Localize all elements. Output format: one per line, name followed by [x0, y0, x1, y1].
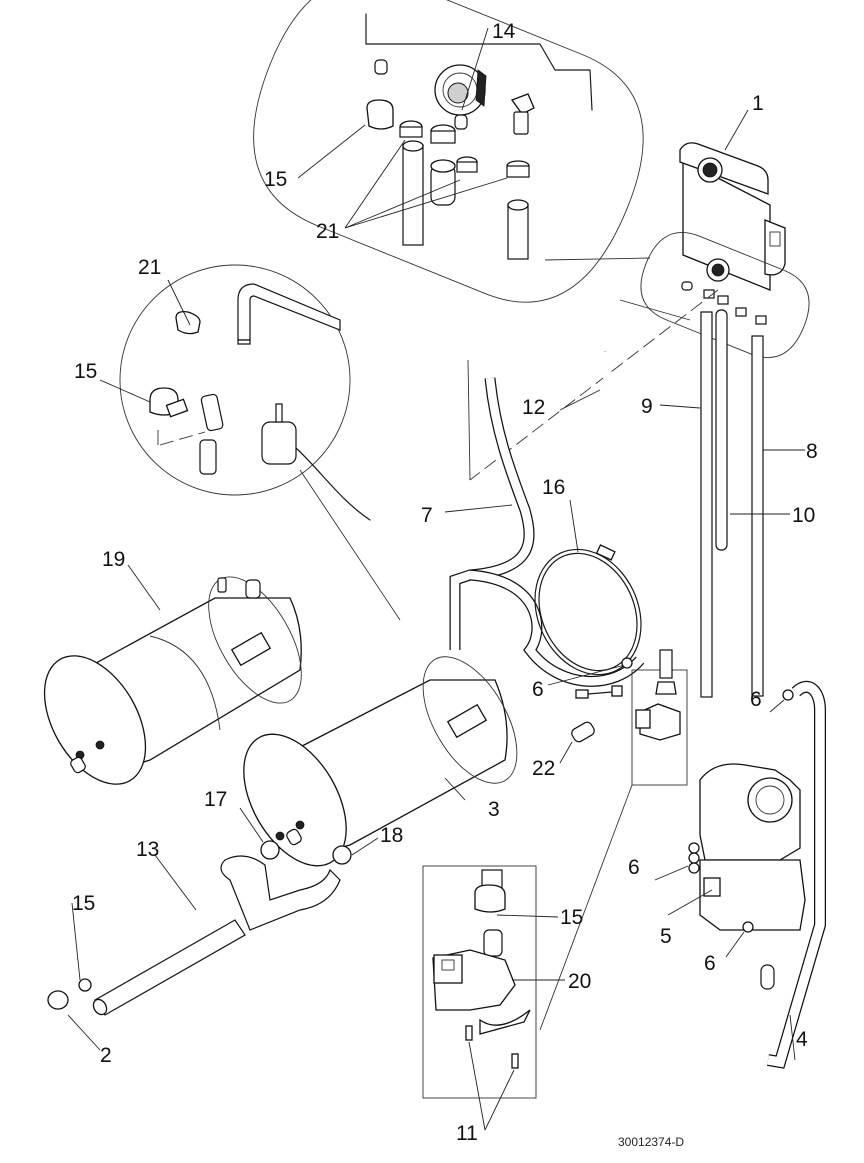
hose-12	[559, 351, 672, 676]
callout-15: 15	[560, 906, 583, 929]
callout-15: 15	[72, 892, 95, 915]
callout-14: 14	[492, 20, 516, 43]
callout-11: 11	[456, 1122, 478, 1145]
capacitor-harness	[559, 685, 623, 764]
callout-12: 12	[522, 396, 545, 419]
spring-clamp-left	[621, 657, 633, 669]
drawing-number: 30012374-D	[618, 1135, 684, 1149]
callout-18: 18	[380, 824, 403, 847]
spring-clamp-bottom	[742, 921, 754, 933]
reservoir-module	[640, 109, 810, 358]
drain-end-clamp	[78, 978, 92, 992]
wire-loop	[534, 499, 642, 676]
callout-21: 21	[138, 256, 161, 279]
callout-8: 8	[806, 440, 818, 463]
clamp-17	[260, 840, 280, 860]
callout-6: 6	[750, 688, 762, 711]
boiler-tank-rear	[43, 564, 302, 785]
callout-2: 2	[100, 1044, 112, 1067]
callout-15: 15	[264, 168, 287, 191]
callout-20: 20	[568, 970, 591, 993]
callout-22: 22	[532, 757, 555, 780]
hose-clamp-top	[366, 99, 394, 130]
callout-4: 4	[796, 1028, 808, 1051]
callout-17: 17	[204, 788, 227, 811]
clamp-18	[332, 845, 352, 865]
hose-9	[700, 311, 713, 698]
valve-detail-box	[539, 649, 688, 1031]
callout-5: 5	[660, 925, 672, 948]
boiler-tank-front	[243, 656, 518, 867]
hose-7	[444, 377, 645, 687]
callout-21: 21	[316, 220, 339, 243]
spring-clamp-stack	[688, 842, 700, 854]
vertical-hoses	[659, 309, 805, 698]
callout-7: 7	[421, 504, 433, 527]
top-detail-callout	[253, 0, 644, 303]
hose-8	[751, 335, 764, 697]
valve-screw-left	[465, 1025, 473, 1041]
pump-housing	[654, 763, 806, 958]
drain-manifold	[47, 807, 379, 1051]
callout-15: 15	[74, 360, 97, 383]
callout-13: 13	[136, 838, 159, 861]
spring-clamp-right	[782, 689, 794, 701]
hose-4	[760, 680, 826, 1069]
callout-3: 3	[488, 798, 500, 821]
callout-labels: 1 14 15 21 21 15 12 9 8 10 7 16 19 6 6 2…	[72, 20, 818, 1149]
callout-10: 10	[792, 504, 815, 527]
hose-10	[715, 309, 728, 551]
callout-6: 6	[532, 678, 544, 701]
callout-6: 6	[704, 952, 716, 975]
drain-plug	[47, 990, 69, 1010]
valve-enlarged-detail	[422, 865, 565, 1131]
callout-6: 6	[628, 856, 640, 879]
valve-screw-right	[511, 1053, 519, 1069]
callout-9: 9	[641, 395, 653, 418]
callout-16: 16	[542, 476, 565, 499]
callout-1: 1	[752, 92, 764, 115]
hose-clips-top	[399, 120, 530, 178]
callout-19: 19	[102, 548, 125, 571]
round-detail-callout	[99, 264, 401, 621]
